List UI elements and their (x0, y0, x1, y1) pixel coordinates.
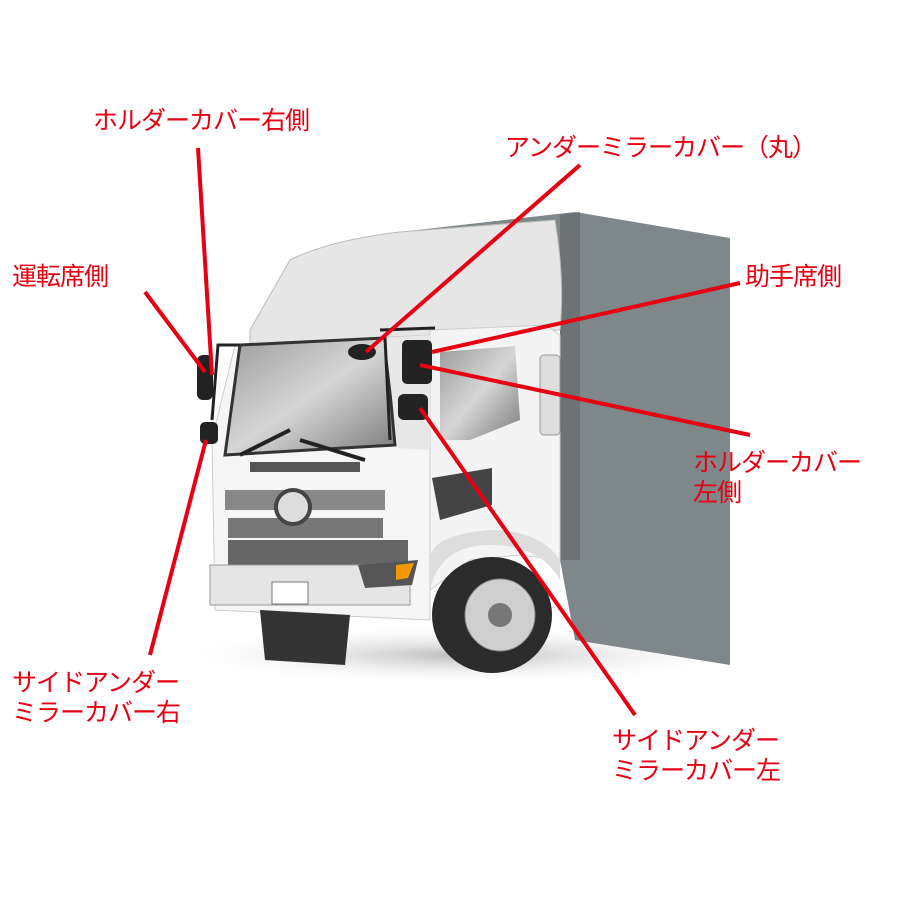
label-line: サイドアンダー (612, 726, 780, 755)
label-side-under-mirror-left: サイドアンダー ミラーカバー左 (612, 726, 781, 786)
side-vent (432, 468, 492, 520)
label-under-mirror-round: アンダーミラーカバー（丸） (505, 133, 817, 162)
grille (228, 540, 408, 565)
leader-under-mirror-round (364, 163, 582, 354)
label-driver-side: 運転席側 (12, 262, 109, 291)
leader-driver-side (143, 290, 207, 374)
passenger-side-under-mirror (398, 394, 428, 420)
leader-holder-cover-left (419, 363, 751, 437)
label-holder-cover-left: ホルダーカバー 左側 (693, 448, 862, 508)
driver-side-under-mirror (200, 422, 218, 444)
windshield (223, 336, 397, 457)
front-tire-left (260, 610, 350, 665)
label-line: ミラーカバー右 (12, 698, 181, 727)
leader-passenger-side (431, 281, 741, 354)
leader-side-under-right (148, 439, 208, 656)
leader-lines (143, 147, 751, 717)
label-side-under-mirror-right: サイドアンダー ミラーカバー右 (12, 668, 181, 728)
grille-top (250, 462, 360, 472)
side-window (440, 346, 520, 440)
label-passenger-side: 助手席側 (745, 262, 842, 291)
wipers (239, 428, 366, 462)
label-holder-cover-right: ホルダーカバー右側 (93, 106, 310, 135)
passenger-side-mirror (402, 340, 432, 384)
leader-holder-cover-right (196, 147, 214, 376)
label-line: ホルダーカバー (693, 448, 862, 477)
label-line: サイドアンダー (12, 668, 180, 697)
license-plate (271, 581, 309, 605)
label-line: ミラーカバー左 (612, 756, 781, 785)
leader-side-under-left (418, 406, 637, 717)
hino-emblem (274, 488, 312, 526)
label-line: 左側 (693, 478, 742, 507)
